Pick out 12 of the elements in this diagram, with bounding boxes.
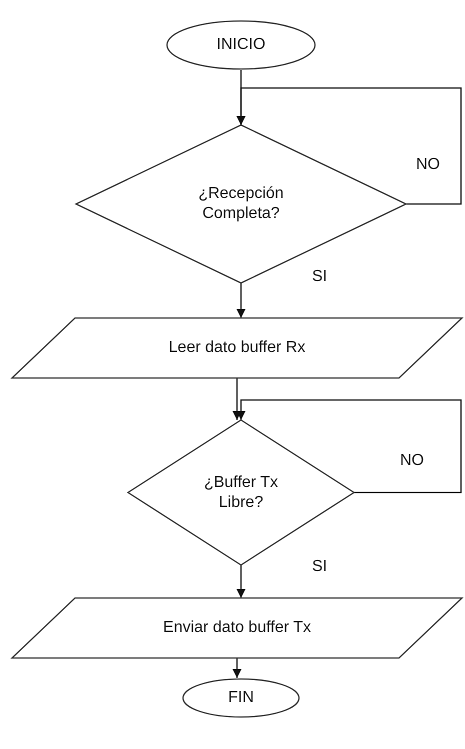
arrow (236, 399, 462, 494)
node-label: Enviar dato buffer Tx (163, 618, 311, 638)
arrow (232, 378, 242, 420)
arrow (232, 658, 242, 678)
node-label: ¿Buffer Tx Libre? (202, 472, 280, 512)
node-label: INICIO (216, 35, 266, 55)
arrow (236, 283, 246, 318)
arrow (236, 565, 246, 598)
node-label: ¿Recepción Completa? (197, 184, 285, 224)
node-label: FIN (228, 688, 254, 708)
node-label: Leer dato buffer Rx (168, 338, 306, 358)
arrow (236, 87, 462, 205)
